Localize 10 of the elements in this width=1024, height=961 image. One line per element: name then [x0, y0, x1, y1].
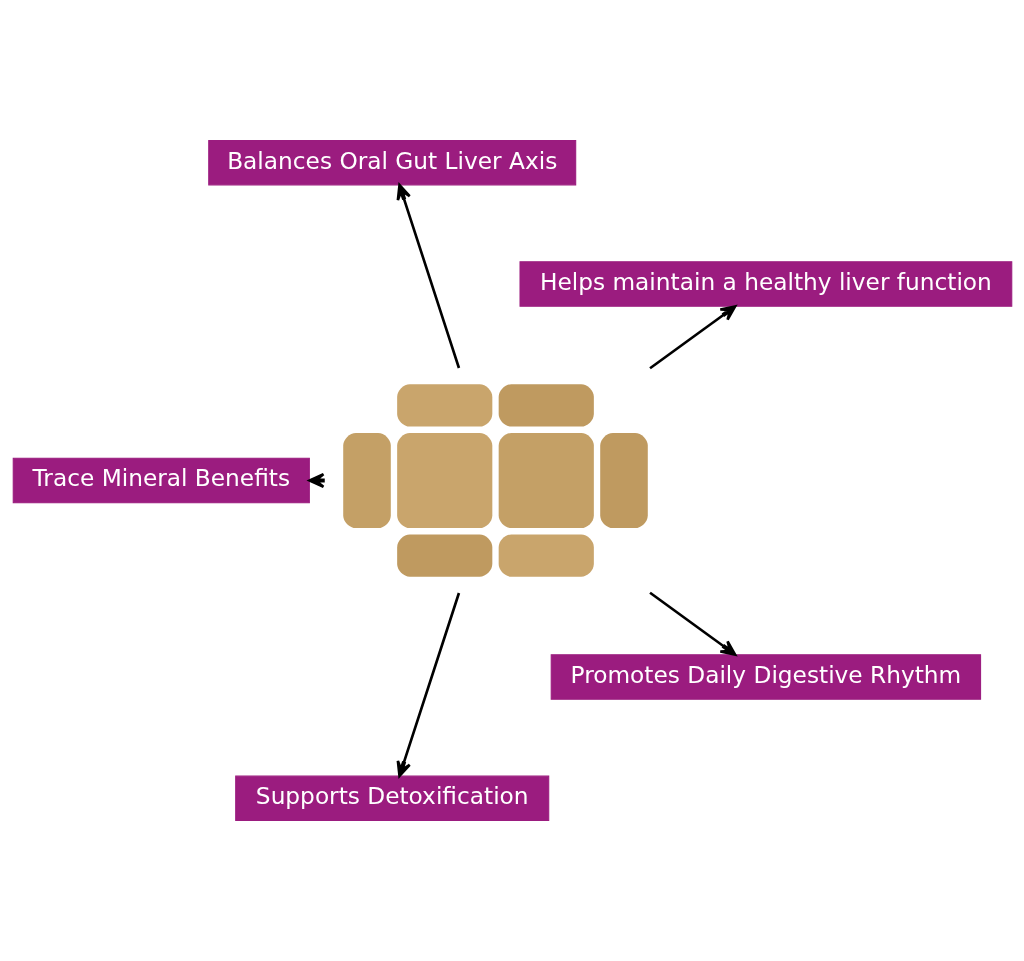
node-box: Helps maintain a healthy liver function	[519, 261, 1012, 307]
node-box: Balances Oral Gut Liver Axis	[207, 139, 576, 186]
arrow	[648, 305, 736, 370]
arrow	[307, 473, 325, 488]
node-box: Promotes Daily Digestive Rhythm	[550, 654, 981, 700]
node-box: Trace Mineral Benefits	[12, 457, 310, 504]
arrow	[648, 591, 736, 656]
arrow	[396, 592, 460, 778]
node-box: Supports Detoxification	[234, 775, 549, 822]
arrow	[396, 183, 460, 369]
